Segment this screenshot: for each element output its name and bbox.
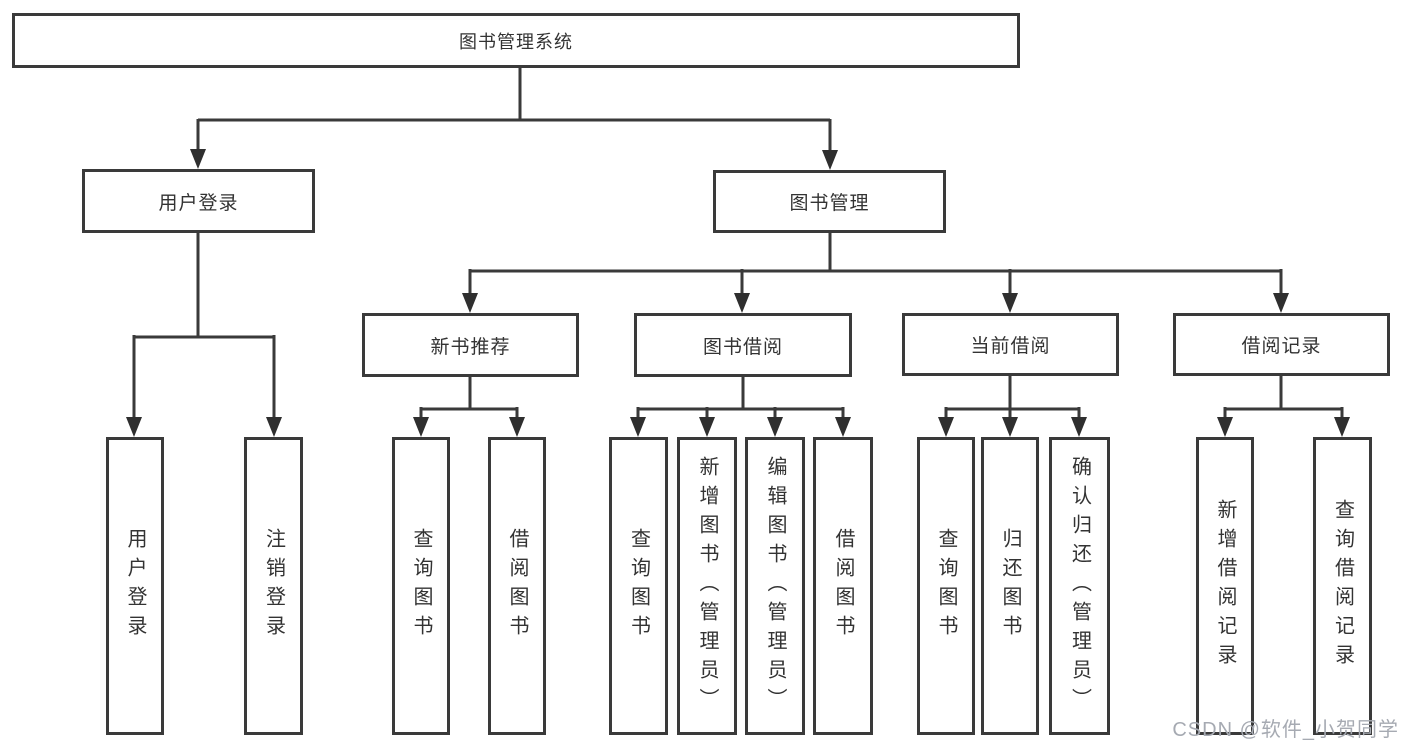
arrow-down-icon — [630, 417, 646, 437]
leaf-add-borrow-record: 新增借阅记录 — [1196, 437, 1254, 735]
arrow-down-icon — [1071, 417, 1087, 437]
connector-records — [1223, 376, 1344, 420]
leaf-borrow-books-recommend: 借阅图书 — [488, 437, 546, 735]
node-book-borrow: 图书借阅 — [634, 313, 852, 377]
node-label: 图书借阅 — [702, 336, 783, 358]
arrow-down-icon — [126, 417, 142, 437]
node-label: 图书管理 — [789, 193, 870, 214]
arrow-down-icon — [835, 417, 851, 437]
node-root: 图书管理系统 — [12, 13, 1020, 68]
node-label: 新书推荐 — [430, 336, 511, 358]
node-user-login: 用户登录 — [82, 169, 315, 233]
node-label: 新增借阅记录 — [1214, 499, 1236, 673]
node-label: 借阅图书 — [832, 528, 854, 644]
node-label: 归还图书 — [999, 528, 1021, 644]
arrow-down-icon — [1273, 293, 1289, 313]
node-book-mgmt: 图书管理 — [713, 170, 946, 233]
arrow-down-icon — [734, 293, 750, 313]
arrow-down-icon — [1002, 417, 1018, 437]
arrow-down-icon — [822, 150, 838, 170]
node-label: 新增图书（管理员） — [696, 455, 718, 717]
leaf-query-borrow-record: 查询借阅记录 — [1313, 437, 1372, 735]
node-label: 用户登录 — [158, 192, 239, 214]
arrow-down-icon — [509, 417, 525, 437]
node-label: 注销登录 — [262, 528, 285, 644]
arrow-down-icon — [1002, 293, 1018, 313]
arrow-down-icon — [1334, 417, 1350, 437]
node-label: 图书管理系统 — [459, 31, 573, 52]
connector-user-login — [132, 233, 276, 420]
node-label: 借阅记录 — [1241, 336, 1322, 357]
arrow-down-icon — [462, 293, 478, 313]
connector-book-borrow — [636, 377, 845, 420]
connector-book-mgmt — [468, 233, 1283, 295]
node-label: 查询图书 — [627, 528, 650, 644]
connector-current-borrow — [944, 376, 1081, 420]
node-label: 查询图书 — [410, 528, 432, 644]
node-current-borrow: 当前借阅 — [902, 313, 1119, 376]
node-label: 确认归还（管理员） — [1068, 455, 1091, 717]
leaf-query-books-recommend: 查询图书 — [392, 437, 450, 735]
leaf-logout: 注销登录 — [244, 437, 303, 735]
node-label: 当前借阅 — [970, 336, 1051, 357]
node-label: 查询借阅记录 — [1331, 499, 1354, 673]
node-label: 查询图书 — [935, 528, 957, 644]
node-label: 借阅图书 — [506, 528, 528, 644]
leaf-return-books: 归还图书 — [981, 437, 1039, 735]
leaf-add-books-admin: 新增图书（管理员） — [677, 437, 737, 735]
connector-new-book — [419, 377, 519, 420]
watermark: CSDN @软件_小贺同学 — [1172, 719, 1399, 741]
connector-root-to-level2 — [196, 66, 832, 153]
arrow-down-icon — [413, 417, 429, 437]
arrow-down-icon — [938, 417, 954, 437]
node-new-book-recommend: 新书推荐 — [362, 313, 579, 377]
node-label: 编辑图书（管理员） — [764, 455, 786, 717]
leaf-query-books-current: 查询图书 — [917, 437, 975, 735]
arrow-down-icon — [767, 417, 783, 437]
node-borrow-records: 借阅记录 — [1173, 313, 1390, 376]
arrow-down-icon — [266, 417, 282, 437]
arrow-down-icon — [699, 417, 715, 437]
leaf-user-login: 用户登录 — [106, 437, 164, 735]
arrow-down-icon — [190, 149, 206, 169]
node-label: 用户登录 — [124, 528, 146, 644]
leaf-borrow-books: 借阅图书 — [813, 437, 873, 735]
leaf-edit-books-admin: 编辑图书（管理员） — [745, 437, 805, 735]
arrow-down-icon — [1217, 417, 1233, 437]
leaf-query-books-borrow: 查询图书 — [609, 437, 668, 735]
leaf-confirm-return-admin: 确认归还（管理员） — [1049, 437, 1110, 735]
